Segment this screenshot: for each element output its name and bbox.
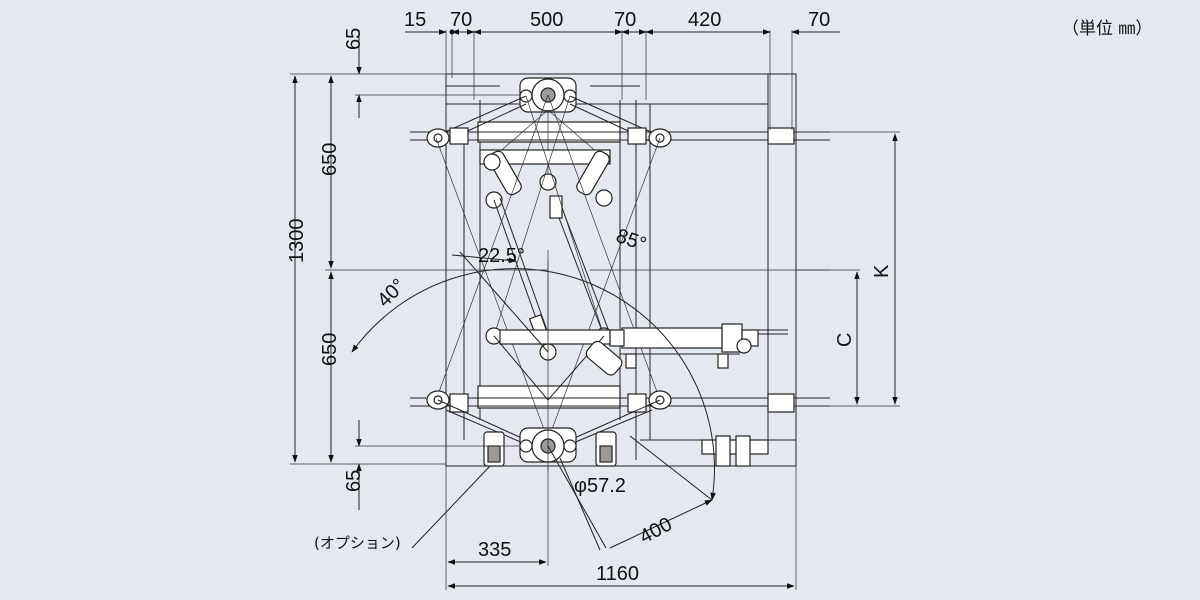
dim-left-650-top: 650 — [319, 143, 341, 176]
dim-top-70-b: 70 — [614, 9, 636, 31]
dim-top-500: 500 — [530, 9, 563, 31]
top-dimensions: 15 70 500 70 420 70 — [404, 9, 840, 130]
dim-radius-400: 400 — [636, 513, 676, 548]
angle-85-label: 85° — [613, 225, 649, 256]
option-label: (オプション) — [314, 534, 401, 552]
angle-22-5-label: 22.5° — [478, 245, 525, 267]
left-dimensions: 65 650 1300 650 65 — [286, 28, 548, 510]
right-dimensions: C K — [796, 131, 900, 407]
dim-top-70-c: 70 — [808, 9, 830, 31]
dim-left-1300: 1300 — [286, 219, 308, 264]
dim-bottom-335: 335 — [478, 539, 511, 561]
dim-diameter: φ57.2 — [574, 475, 626, 497]
dim-left-65-top: 65 — [343, 28, 365, 50]
dim-left-650-bottom: 650 — [319, 333, 341, 366]
dim-top-70-a: 70 — [450, 9, 472, 31]
dim-bottom-1160: 1160 — [596, 563, 639, 585]
dim-c-label: C — [834, 333, 856, 347]
dim-top-420: 420 — [688, 9, 721, 31]
dim-top-15: 15 — [404, 9, 426, 31]
unit-label: （単位 ㎜） — [1062, 19, 1152, 39]
dim-k-label: K — [871, 264, 893, 278]
angle-40-label: 40° — [373, 275, 410, 312]
dim-left-65-bottom: 65 — [343, 470, 365, 492]
